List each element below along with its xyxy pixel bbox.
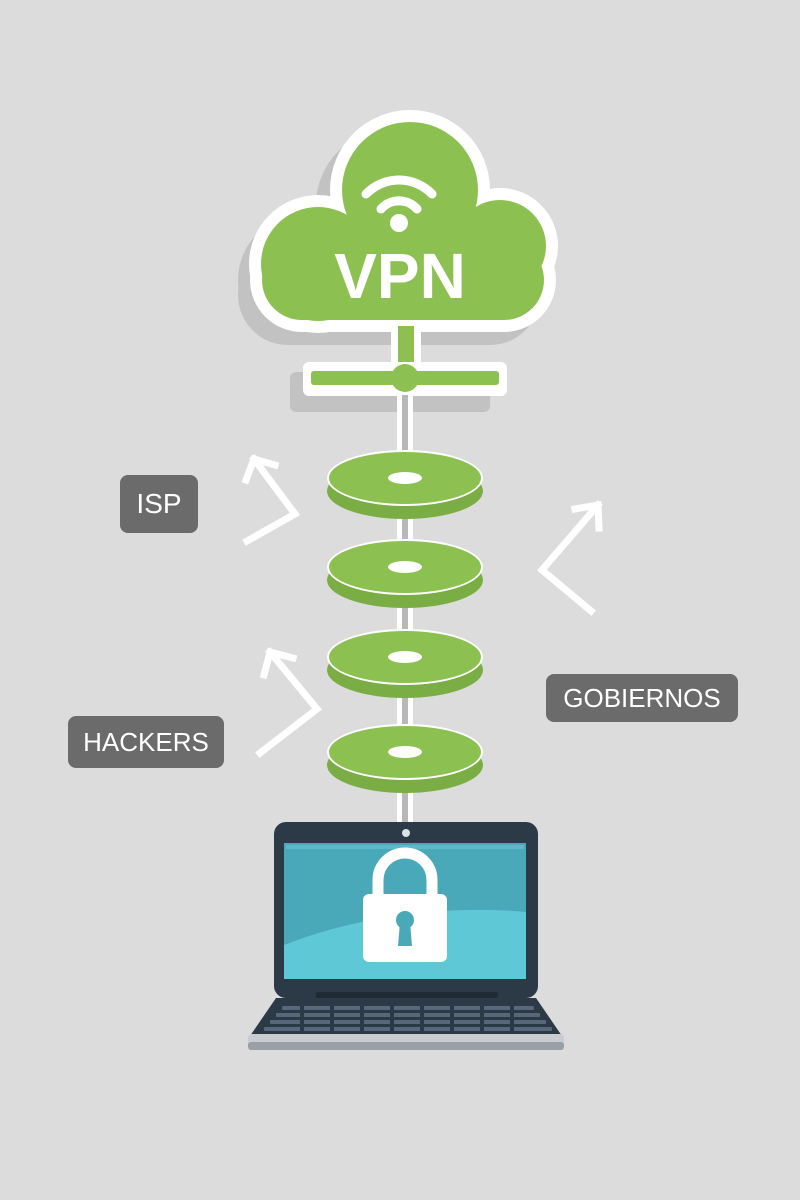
deflect-arrow-icon xyxy=(537,500,603,616)
keyboard-key-gaps xyxy=(300,1004,514,1032)
gobiernos-badge: GOBIERNOS xyxy=(546,674,738,722)
isp-badge: ISP xyxy=(120,475,198,533)
deflect-arrow-icon xyxy=(255,647,322,758)
tunnel-disc xyxy=(327,724,483,793)
tunnel-disc xyxy=(327,450,483,519)
cloud-label: VPN xyxy=(334,240,466,312)
wifi-icon xyxy=(361,175,437,214)
padlock-icon xyxy=(363,847,447,962)
tunnel-disc xyxy=(327,629,483,698)
deflect-arrow-icon xyxy=(241,454,301,546)
wifi-dot-icon xyxy=(390,214,408,232)
cloud-icon xyxy=(261,122,546,321)
tunnel-disc xyxy=(327,539,483,608)
network-connector xyxy=(303,326,507,396)
hackers-badge: HACKERS xyxy=(68,716,224,768)
